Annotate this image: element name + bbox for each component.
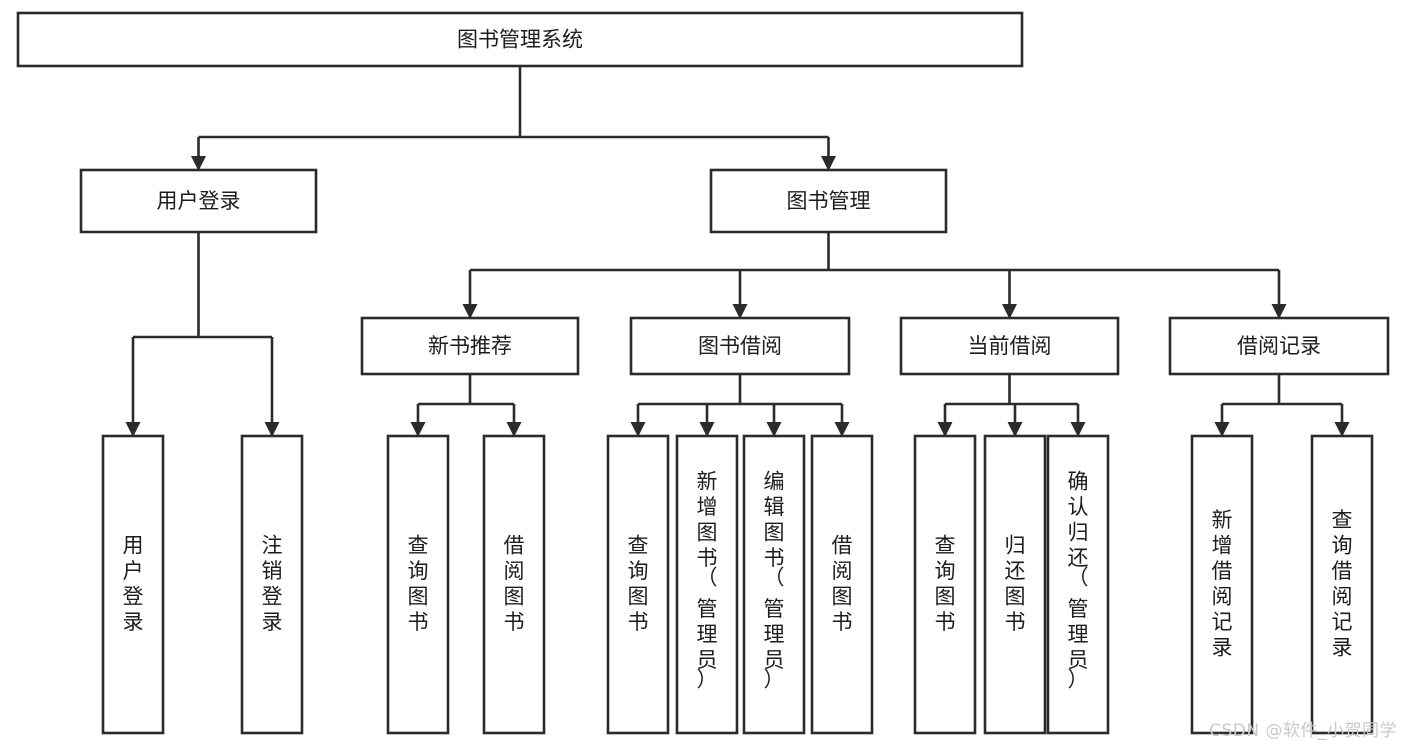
- node-query-book-2[interactable]: 查询图书: [606, 434, 670, 735]
- node-layer: 图书管理系统用户登录图书管理用户登录注销登录新书推荐图书借阅当前借阅借阅记录查询…: [16, 11, 1390, 735]
- node-return-book[interactable]: 归还图书: [983, 434, 1047, 735]
- connector-layer: [125, 66, 1350, 437]
- node-label-return-book: 归还图书: [1005, 533, 1026, 634]
- arrow-head-icon: [462, 304, 478, 319]
- node-query-borrow-record[interactable]: 查询借阅记录: [1310, 434, 1374, 735]
- node-label-add-book-admin: 新增图书（管理员）: [697, 470, 718, 692]
- arrow-head-icon: [506, 422, 522, 437]
- arrow-head-icon: [1007, 422, 1023, 437]
- node-current-borrow[interactable]: 当前借阅: [899, 316, 1120, 376]
- arrow-head-icon: [821, 156, 836, 171]
- node-box-user-login: [79, 168, 318, 234]
- arrow-head-icon: [191, 156, 206, 171]
- arrow-head-icon: [630, 422, 646, 437]
- node-book-borrow[interactable]: 图书借阅: [629, 316, 851, 376]
- arrow-head-icon: [1334, 422, 1350, 437]
- node-box-book-borrow: [629, 316, 851, 376]
- arrow-head-icon: [834, 422, 850, 437]
- node-box-borrow-book-1: [482, 434, 546, 735]
- node-box-edit-book-admin: [742, 434, 806, 735]
- node-box-add-book-admin: [675, 434, 739, 735]
- node-label-query-book-3: 查询图书: [935, 533, 956, 634]
- node-add-book-admin[interactable]: 新增图书（管理员）: [675, 434, 739, 735]
- arrow-head-icon: [766, 422, 782, 437]
- node-login-user[interactable]: 用户登录: [101, 434, 165, 735]
- node-label-root: 图书管理系统: [457, 28, 583, 52]
- node-new-book-recommend[interactable]: 新书推荐: [360, 316, 580, 376]
- node-label-add-borrow-record: 新增借阅记录: [1212, 508, 1233, 660]
- node-box-query-book-3: [913, 434, 977, 735]
- node-add-borrow-record[interactable]: 新增借阅记录: [1190, 434, 1254, 735]
- node-logout-user[interactable]: 注销登录: [240, 434, 304, 735]
- node-user-login[interactable]: 用户登录: [79, 168, 318, 234]
- node-box-borrow-book-2: [810, 434, 874, 735]
- arrow-head-icon: [264, 422, 280, 437]
- arrow-head-icon: [699, 422, 715, 437]
- node-label-book-manage: 图书管理: [787, 189, 871, 213]
- node-label-login-user: 用户登录: [123, 533, 144, 634]
- arrow-head-icon: [1002, 304, 1017, 319]
- node-box-login-user: [101, 434, 165, 735]
- watermark-label: CSDN @软件_小贺同学: [1209, 721, 1397, 741]
- node-box-root: [16, 11, 1024, 68]
- arrow-head-icon: [1070, 422, 1086, 437]
- node-label-query-borrow-record: 查询借阅记录: [1332, 508, 1353, 660]
- node-box-logout-user: [240, 434, 304, 735]
- node-borrow-book-2[interactable]: 借阅图书: [810, 434, 874, 735]
- node-label-borrow-book-1: 借阅图书: [504, 533, 525, 634]
- node-box-add-borrow-record: [1190, 434, 1254, 735]
- node-label-query-book-2: 查询图书: [628, 533, 649, 634]
- node-query-book-3[interactable]: 查询图书: [913, 434, 977, 735]
- node-root[interactable]: 图书管理系统: [16, 11, 1024, 68]
- node-box-query-borrow-record: [1310, 434, 1374, 735]
- arrow-head-icon: [732, 304, 748, 319]
- node-label-borrow-book-2: 借阅图书: [832, 533, 853, 634]
- node-label-edit-book-admin: 编辑图书（管理员）: [764, 470, 785, 692]
- node-borrow-record[interactable]: 借阅记录: [1168, 316, 1390, 376]
- node-box-confirm-return-admin: [1046, 434, 1110, 735]
- node-box-new-book-recommend: [360, 316, 580, 376]
- node-label-borrow-record: 借阅记录: [1237, 334, 1321, 358]
- node-box-query-book-2: [606, 434, 670, 735]
- node-box-return-book: [983, 434, 1047, 735]
- node-query-book-1[interactable]: 查询图书: [386, 434, 450, 735]
- node-label-new-book-recommend: 新书推荐: [428, 334, 512, 358]
- node-label-current-borrow: 当前借阅: [968, 334, 1052, 358]
- node-box-borrow-record: [1168, 316, 1390, 376]
- node-box-book-manage: [709, 168, 948, 234]
- arrow-head-icon: [125, 422, 141, 437]
- arrow-head-icon: [410, 422, 426, 437]
- node-label-query-book-1: 查询图书: [408, 533, 429, 634]
- node-borrow-book-1[interactable]: 借阅图书: [482, 434, 546, 735]
- node-label-user-login: 用户登录: [157, 189, 241, 213]
- node-confirm-return-admin[interactable]: 确认归还（管理员）: [1046, 434, 1110, 735]
- arrow-head-icon: [1214, 422, 1230, 437]
- arrow-head-icon: [1271, 304, 1287, 319]
- node-book-manage[interactable]: 图书管理: [709, 168, 948, 234]
- node-edit-book-admin[interactable]: 编辑图书（管理员）: [742, 434, 806, 735]
- arrow-head-icon: [937, 422, 953, 437]
- node-box-current-borrow: [899, 316, 1120, 376]
- node-label-book-borrow: 图书借阅: [698, 334, 782, 358]
- node-box-query-book-1: [386, 434, 450, 735]
- node-label-logout-user: 注销登录: [262, 533, 283, 634]
- node-label-confirm-return-admin: 确认归还（管理员）: [1068, 470, 1089, 692]
